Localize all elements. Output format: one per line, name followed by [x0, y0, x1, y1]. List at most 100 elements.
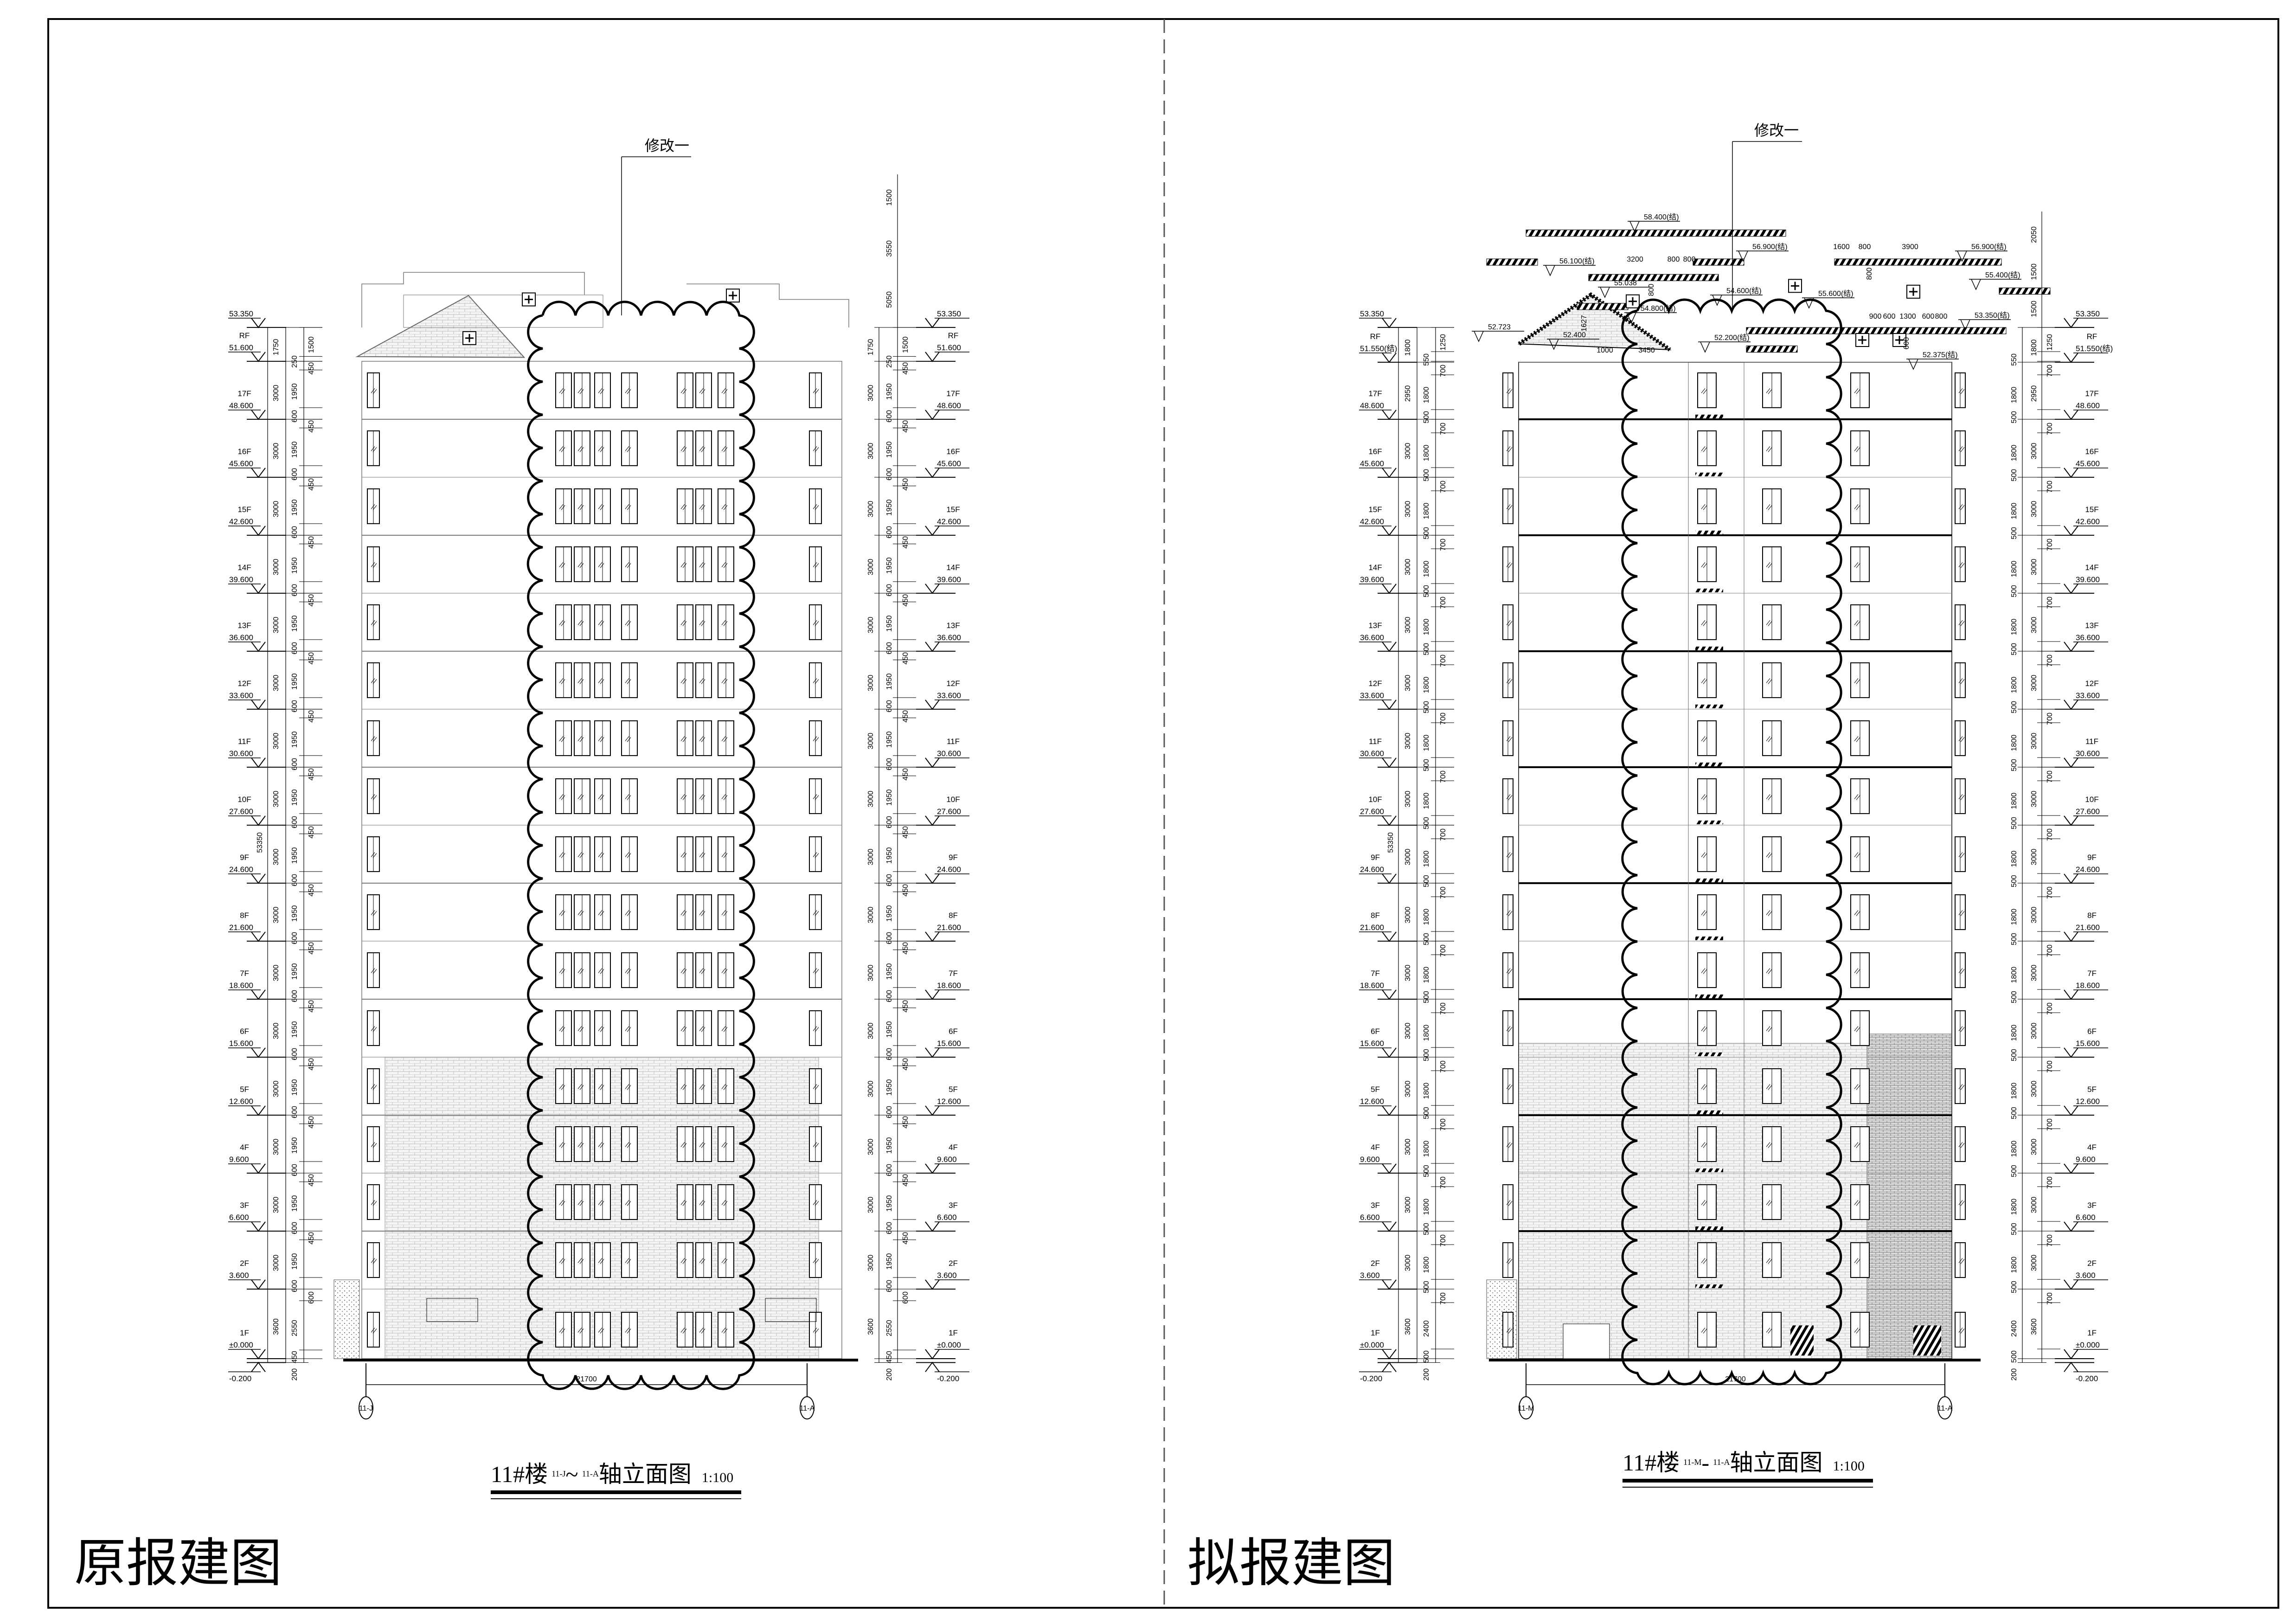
roof-elevation-label: 52.723: [1488, 323, 1511, 331]
level-triangle-icon: [251, 1361, 266, 1372]
glass-icon: [721, 736, 728, 742]
ground-level-marker: -0.200: [916, 1361, 969, 1383]
level-elevation: 48.600: [229, 401, 253, 410]
dimension-label: 1950: [885, 789, 893, 806]
dimension-label: 1950: [291, 1253, 299, 1270]
dimension-label: 1950: [291, 731, 299, 748]
dimension-label: 600: [902, 1291, 910, 1304]
roof-elevation-label: 58.400(结): [1644, 213, 1679, 221]
glass-icon: [598, 852, 604, 858]
sheet-frame: [47, 18, 2279, 1609]
dimension-label: 1800: [2010, 619, 2018, 635]
dimension-label: 600: [291, 816, 299, 828]
level-elevation: 39.600: [229, 575, 253, 584]
dimension-label: 700: [2046, 365, 2054, 377]
dimension-label: 700: [1439, 828, 1447, 841]
dimension-label: 1950: [291, 1195, 299, 1212]
window: [621, 488, 638, 524]
glass-icon: [1958, 794, 1965, 800]
dimension-label: 1800: [2030, 340, 2038, 356]
level-name: 17F: [237, 389, 251, 398]
level-name: 12F: [2085, 679, 2098, 688]
roof-hatch: [1518, 292, 1671, 352]
level-triangle-icon: [1382, 353, 1397, 363]
window: [621, 894, 638, 930]
level-name: 11F: [1369, 737, 1382, 746]
dimension-label: 500: [1423, 875, 1430, 887]
balcony-railing: [1695, 1110, 1723, 1114]
dimension-label: 500: [1423, 991, 1430, 1003]
glass-icon: [559, 1026, 565, 1032]
glass-icon: [1854, 1328, 1860, 1334]
dimension-label: 3000: [1404, 443, 1412, 459]
level-name: 17F: [1368, 389, 1382, 398]
window: [1762, 1068, 1782, 1104]
level-triangle-icon: [925, 1047, 940, 1058]
level-name: 16F: [1368, 447, 1382, 456]
glass-icon: [559, 1258, 565, 1264]
dimension-label: 700: [2046, 1176, 2054, 1189]
glass-icon: [577, 562, 584, 568]
dimension-label: 500: [2010, 411, 2018, 424]
level-triangle-icon: [1971, 279, 1981, 290]
window: [367, 1184, 380, 1220]
glass-icon: [680, 736, 687, 742]
dimension-label: 3000: [272, 732, 280, 749]
window: [809, 604, 822, 640]
dimension-label: 700: [1439, 770, 1447, 783]
roof-dimension-label: 600: [1903, 337, 1911, 350]
glass-icon: [680, 852, 687, 858]
dimension-label: 1250: [2046, 334, 2054, 351]
glass-icon: [625, 1026, 631, 1032]
roof-dimension-label: 900: [1869, 313, 1882, 321]
hatched-slab: [1834, 258, 2002, 266]
level-triangle-icon: [2064, 873, 2078, 884]
roof-elevation-marker: 53.350(结): [1958, 311, 2011, 331]
dimension-label: 500: [1423, 585, 1430, 597]
glass-icon: [1506, 446, 1513, 452]
title-axis-start: 11-M: [1683, 1457, 1701, 1467]
dimension-label: 450: [902, 1058, 910, 1071]
glass-icon: [598, 388, 604, 394]
level-name: 14F: [2085, 563, 2098, 572]
level-name: 17F: [946, 389, 960, 398]
dimension-label: 3000: [1404, 732, 1412, 749]
glass-icon: [577, 968, 584, 974]
window: [555, 1010, 572, 1046]
dimension-label: 600: [885, 1048, 893, 1060]
level-triangle-icon: [1382, 1163, 1397, 1174]
dimension-label: 500: [2010, 1107, 2018, 1119]
roof-dimension-label: 800: [1648, 284, 1655, 296]
window: [367, 430, 380, 466]
dimension-label: 1500: [308, 336, 315, 353]
dimension-label: 1800: [2010, 1199, 2018, 1215]
level-elevation: 48.600: [937, 401, 961, 410]
window: [695, 952, 712, 988]
glass-icon: [1506, 852, 1513, 858]
dimension-label: 3600: [867, 1318, 875, 1335]
dimension-label: 700: [2046, 481, 2054, 493]
glass-icon: [1766, 562, 1772, 568]
dimension-label: 1950: [885, 1021, 893, 1038]
level-triangle-icon: [251, 410, 266, 420]
glass-icon: [680, 562, 687, 568]
level-elevation: 24.600: [229, 865, 253, 874]
glass-icon: [625, 562, 631, 568]
level-triangle-icon: [1382, 1221, 1397, 1232]
axis-bubble: [359, 1396, 373, 1419]
window: [1850, 1184, 1870, 1220]
dimension-label: 700: [1439, 1292, 1447, 1305]
level-name: 16F: [237, 447, 251, 456]
dimension-label: 700: [2046, 713, 2054, 725]
ground-level-marker: -0.200: [228, 1361, 286, 1383]
vent-cross: [1909, 287, 1918, 296]
glass-icon: [699, 910, 705, 916]
glass-icon: [1958, 620, 1965, 626]
dimension-label: 1950: [885, 441, 893, 458]
level-elevation: 51.600: [937, 343, 961, 352]
